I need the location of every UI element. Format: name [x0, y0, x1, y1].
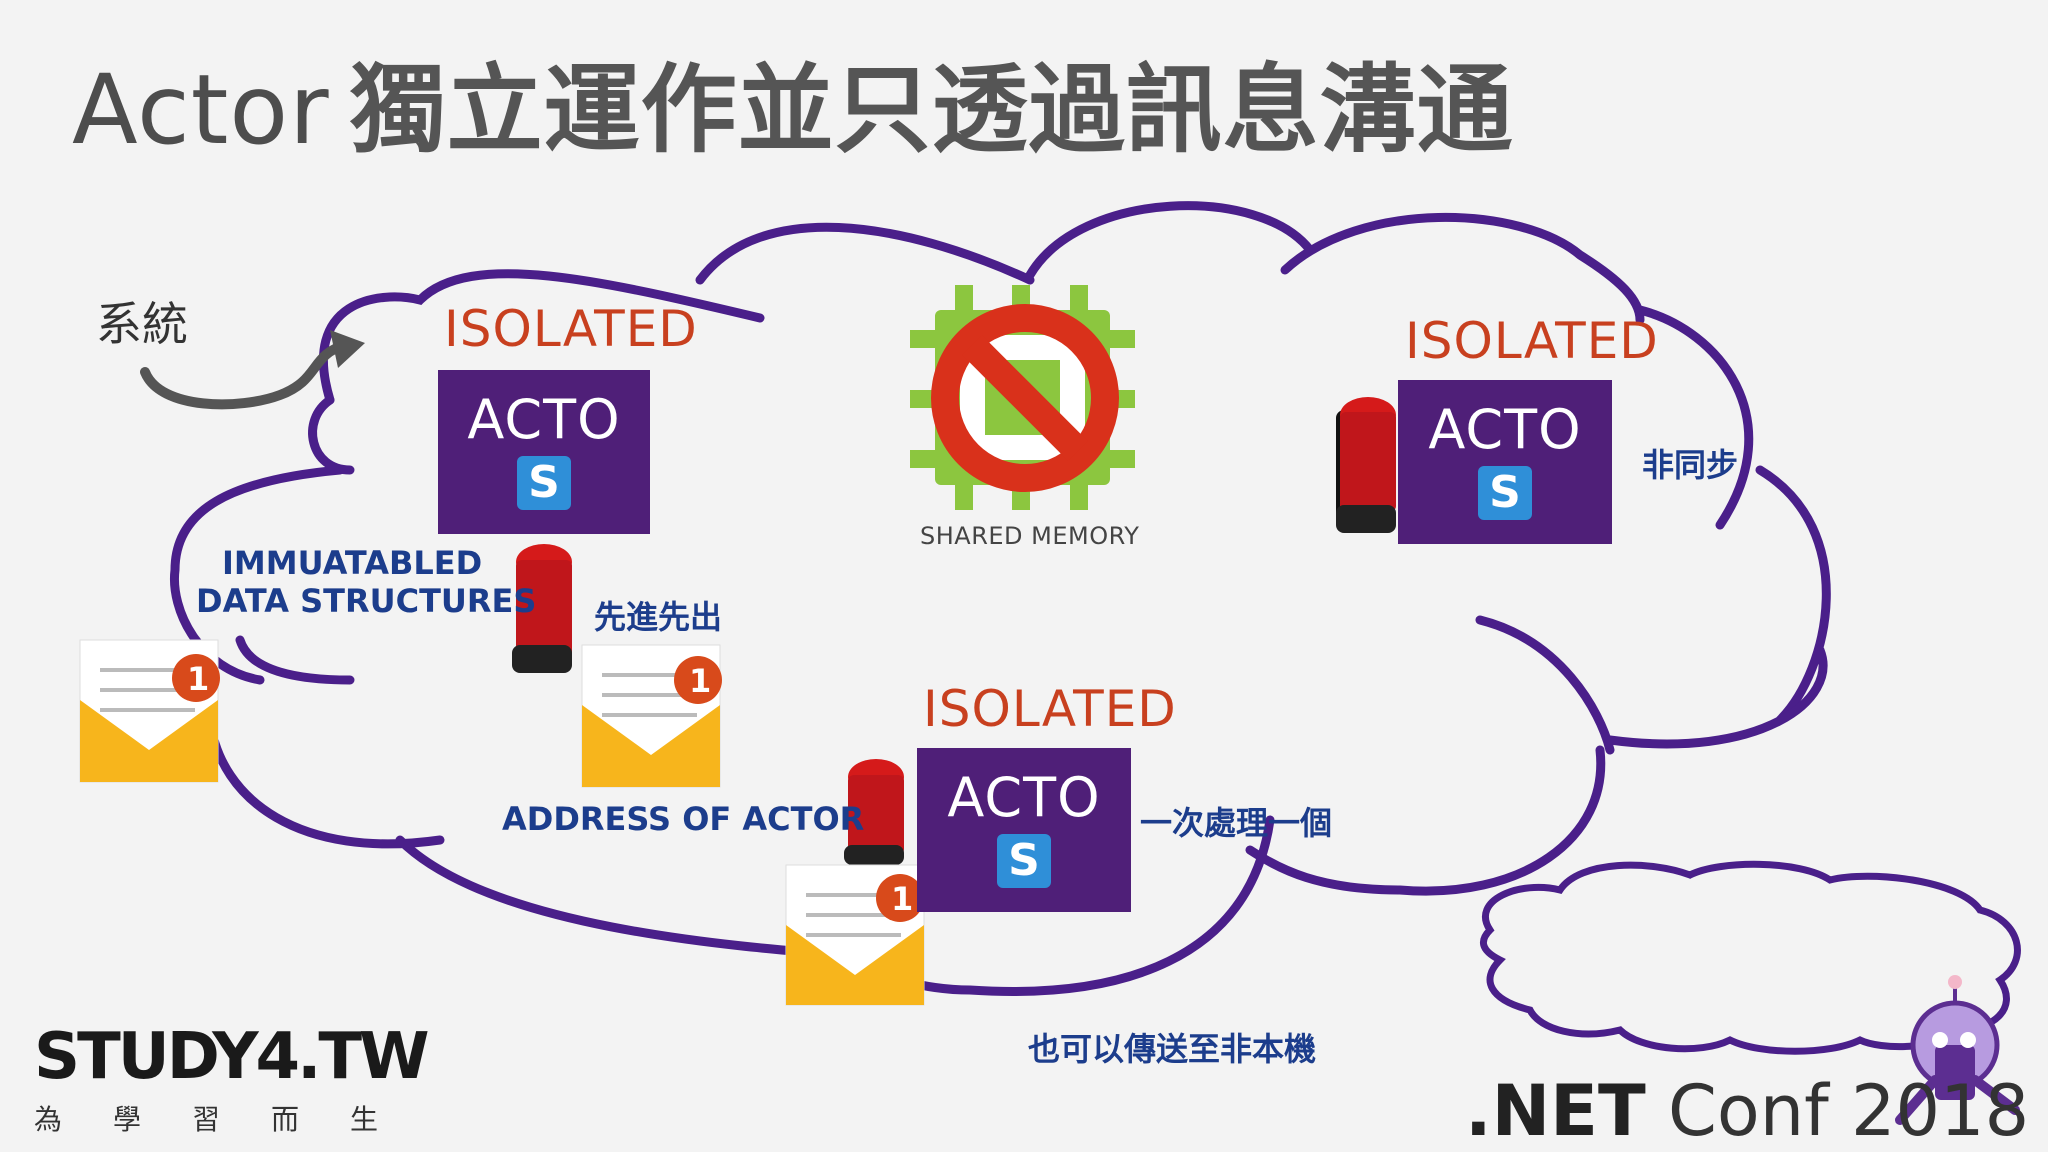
logo-sub-char: 而	[270, 1103, 299, 1136]
actor-s-icon: S	[1478, 466, 1532, 520]
cloud-segment	[319, 269, 765, 405]
one-at-a-time-label: 一次處理一個	[1140, 804, 1333, 842]
fifo-label: 先進先出	[594, 598, 723, 636]
cloud-segment	[308, 395, 355, 475]
actor-s-icon: S	[997, 834, 1051, 888]
cloud-segment	[235, 635, 355, 685]
immutable-label-line1: IMMUATABLED	[222, 544, 483, 582]
isolated-label: ISOLATED	[1405, 312, 1659, 370]
cloud-segment	[205, 715, 445, 849]
arrow-head-icon	[330, 330, 365, 368]
actor-label: ACTO	[947, 766, 1101, 829]
logo-sub-char: 生	[349, 1103, 378, 1136]
isolated-label: ISOLATED	[923, 680, 1177, 738]
mailbox-icon	[1336, 397, 1396, 533]
actor-box: ACTO S	[1398, 380, 1612, 544]
mail-icon	[581, 644, 722, 788]
actor-box: ACTO S	[917, 748, 1131, 912]
cloud-segment	[1025, 201, 1315, 280]
logo-sub-char: 學	[112, 1103, 141, 1136]
cloud-segment	[695, 222, 1035, 285]
title-main: 獨立運作並只透過訊息溝通	[349, 54, 1514, 166]
logo-sub-char: 為	[34, 1103, 63, 1136]
cloud-segment	[1635, 305, 1754, 530]
remote-label: 也可以傳送至非本機	[1028, 1030, 1317, 1068]
mail-badge: 1	[689, 662, 712, 700]
actor-s-icon: S	[517, 456, 571, 510]
mail-icon	[79, 639, 220, 783]
title-prefix: Actor	[72, 54, 330, 166]
study4-logo: STUDY4.TW 為 學 習 而 生	[34, 1020, 430, 1138]
mail-badge: 1	[891, 880, 914, 918]
cloud-segment	[1605, 645, 1828, 749]
logo-sub-char: 習	[191, 1103, 220, 1136]
actor-label: ACTO	[1428, 398, 1582, 461]
netconf-rest: Conf 2018	[1668, 1070, 2030, 1152]
cloud-segment	[1755, 465, 1831, 725]
no-sign-icon	[931, 304, 1119, 492]
cloud-segment	[1475, 615, 1615, 755]
actor-box: ACTO S	[438, 370, 650, 534]
mail-badge: 1	[187, 660, 210, 698]
system-label: 系統	[96, 297, 188, 351]
mailbox-icon	[512, 544, 572, 673]
netconf-label: .NET Conf 2018	[1465, 1070, 2029, 1152]
actor-label: ACTO	[467, 388, 621, 451]
isolated-label: ISOLATED	[444, 300, 698, 358]
cloud-segment	[1245, 745, 1606, 896]
logo-sub: 為 學 習 而 生	[34, 1098, 378, 1138]
mail-icon	[785, 864, 925, 1006]
mailbox-icon	[844, 759, 904, 865]
dotnet-bot-icon	[1895, 975, 2020, 1125]
cloud-segment	[1280, 212, 1645, 325]
shared-memory-label: SHARED MEMORY	[920, 522, 1140, 550]
address-label: ADDRESS OF ACTOR	[502, 800, 865, 838]
system-arrow	[140, 340, 350, 410]
netconf-net: .NET	[1465, 1070, 1646, 1152]
logo-main: STUDY4.TW	[34, 1020, 430, 1094]
async-label: 非同步	[1642, 446, 1739, 484]
immutable-label-line2: DATA STRUCTURES	[196, 582, 537, 620]
